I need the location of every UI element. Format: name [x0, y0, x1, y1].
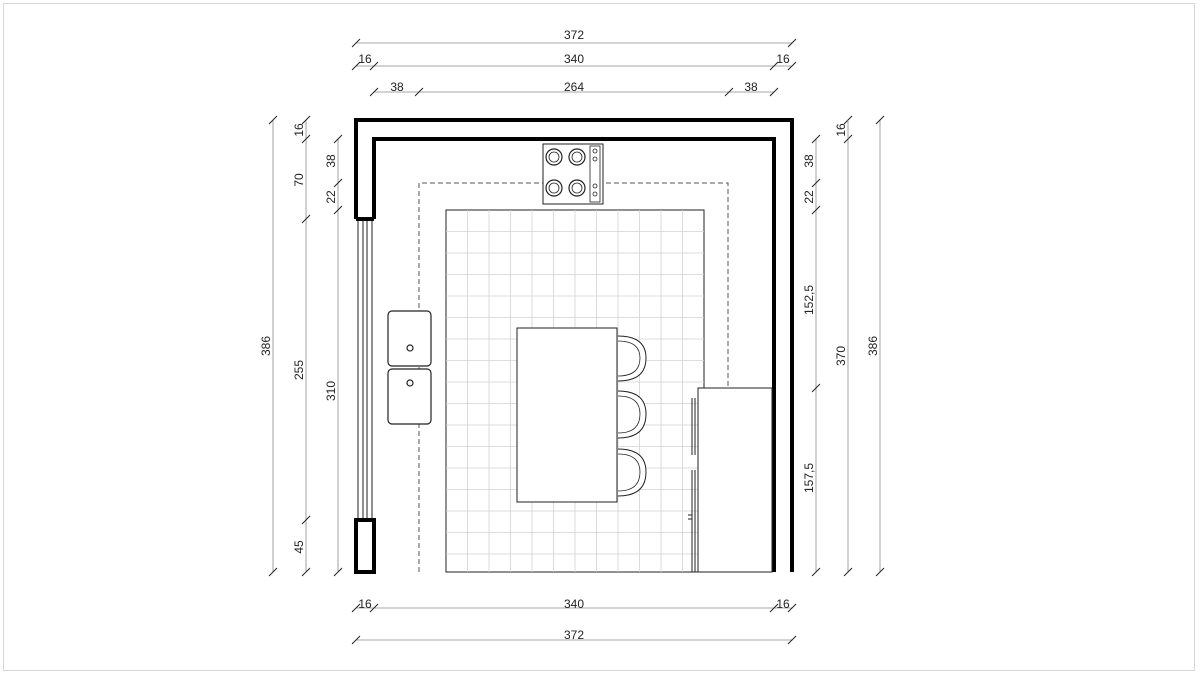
dim-right-counter-depth: 38: [802, 154, 816, 168]
dim-bottom-right-wall: 16: [776, 597, 790, 611]
burner-icon: [568, 148, 586, 166]
walls: [354, 118, 794, 574]
dim-bottom-total: 372: [564, 628, 584, 642]
dim-bottom-left-wall: 16: [358, 597, 372, 611]
dim-right-lower: 157,5: [802, 463, 816, 493]
bar-stools: [617, 335, 647, 497]
dim-top-inner: 340: [564, 52, 584, 66]
dim-right-total: 386: [866, 336, 880, 356]
dim-left-wall-top: 16: [292, 123, 306, 137]
dim-top-right-wall: 16: [776, 52, 790, 66]
drain-icon: [406, 379, 414, 387]
dim-top-center: 264: [564, 80, 584, 94]
drain-icon: [406, 344, 414, 352]
left-wall-lower: [354, 518, 376, 574]
dim-bottom-inner: 340: [564, 597, 584, 611]
dim-top-right-counter: 38: [744, 80, 758, 94]
dim-left-gap: 22: [324, 190, 338, 204]
dim-left-counter-depth: 38: [324, 154, 338, 168]
dimension-lines: 372 16 340 16 38 264 38 16 340 16 372: [259, 28, 885, 645]
dim-right-gap: 22: [802, 190, 816, 204]
knob-icon: [592, 148, 598, 197]
drawing-frame: [3, 3, 1195, 671]
stool-icon: [617, 390, 647, 439]
burner-icon: [545, 148, 563, 166]
burner-icon: [568, 179, 586, 197]
double-sink: [387, 310, 432, 425]
burner-icon: [545, 179, 563, 197]
dim-top-left-wall: 16: [358, 52, 372, 66]
tall-cabinet: [688, 387, 773, 573]
window: [357, 221, 373, 518]
inner-wall: [372, 137, 776, 572]
tiled-floor: [445, 209, 705, 573]
dim-right-wall-top: 16: [834, 123, 848, 137]
dim-left-window: 255: [292, 360, 306, 380]
stool-icon: [617, 448, 647, 497]
kitchen-island: [516, 327, 618, 503]
dim-left-run: 310: [324, 381, 338, 401]
dim-left-bottom: 45: [292, 540, 306, 554]
outer-wall: [354, 118, 794, 572]
dim-top-total: 372: [564, 28, 584, 42]
dim-right-inner: 370: [834, 346, 848, 366]
stool-icon: [617, 335, 647, 382]
dim-left-total: 386: [259, 336, 273, 356]
dim-right-upper: 152,5: [802, 285, 816, 315]
dim-top-left-counter: 38: [390, 80, 404, 94]
cooktop: [542, 143, 604, 205]
dim-left-upper: 70: [292, 173, 306, 187]
